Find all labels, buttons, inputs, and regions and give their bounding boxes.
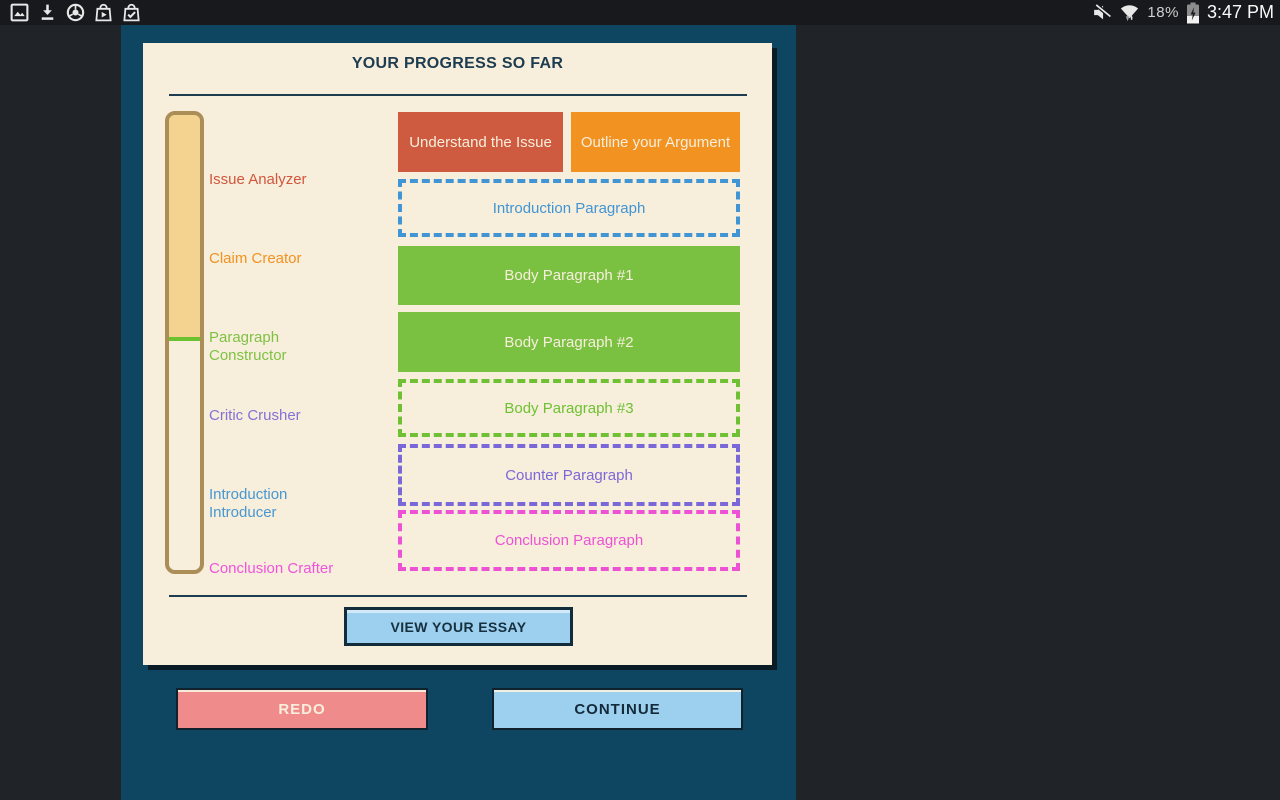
continue-button[interactable]: CONTINUE xyxy=(492,688,743,730)
page-title: YOUR PROGRESS SO FAR xyxy=(351,55,564,72)
block-body-paragraph-2: Body Paragraph #2 xyxy=(398,312,740,372)
notification-icons xyxy=(0,2,142,23)
block-introduction-paragraph: Introduction Paragraph xyxy=(398,179,740,237)
system-status-icons: 18% 3:47 PM xyxy=(1091,2,1280,24)
play-store-icon xyxy=(95,3,112,22)
battery-percent: 18% xyxy=(1147,4,1179,21)
android-status-bar[interactable]: 18% 3:47 PM xyxy=(0,0,1280,25)
stage-label-conclusion-crafter: Conclusion Crafter xyxy=(209,560,334,577)
app-background: YOUR PROGRESS SO FAR Issue Analyzer Clai… xyxy=(121,25,796,800)
progress-bar-fill xyxy=(169,115,200,338)
block-conclusion-paragraph: Conclusion Paragraph xyxy=(398,510,740,571)
stage-label-introduction-introducer: Introduction Introducer xyxy=(209,486,288,521)
block-body-paragraph-3: Body Paragraph #3 xyxy=(398,379,740,437)
block-understand-the-issue: Understand the Issue xyxy=(398,112,563,172)
view-essay-button[interactable]: VIEW YOUR ESSAY xyxy=(344,607,573,646)
wifi-data-icon xyxy=(1121,5,1139,22)
clock: 3:47 PM xyxy=(1206,2,1274,22)
block-body-paragraph-1: Body Paragraph #1 xyxy=(398,246,740,305)
battery-charging-icon xyxy=(1186,2,1199,23)
chrome-icon xyxy=(66,3,85,22)
stage-label-claim-creator: Claim Creator xyxy=(209,250,302,267)
divider-top xyxy=(169,94,747,96)
stage-label-critic-crusher: Critic Crusher xyxy=(209,407,301,424)
divider-bottom xyxy=(169,595,747,597)
mute-icon xyxy=(1094,3,1113,20)
block-counter-paragraph: Counter Paragraph xyxy=(398,444,740,506)
progress-bar-marker xyxy=(169,337,200,342)
stage-label-paragraph-constructor: Paragraph Constructor xyxy=(209,329,287,364)
progress-bar xyxy=(165,111,204,574)
block-outline-your-argument: Outline your Argument xyxy=(571,112,740,172)
shop-check-icon xyxy=(123,3,140,22)
redo-button[interactable]: REDO xyxy=(176,688,428,730)
stage-label-issue-analyzer: Issue Analyzer xyxy=(209,171,307,188)
download-icon xyxy=(41,4,54,20)
gallery-icon xyxy=(10,3,29,22)
progress-card: YOUR PROGRESS SO FAR Issue Analyzer Clai… xyxy=(143,43,772,665)
